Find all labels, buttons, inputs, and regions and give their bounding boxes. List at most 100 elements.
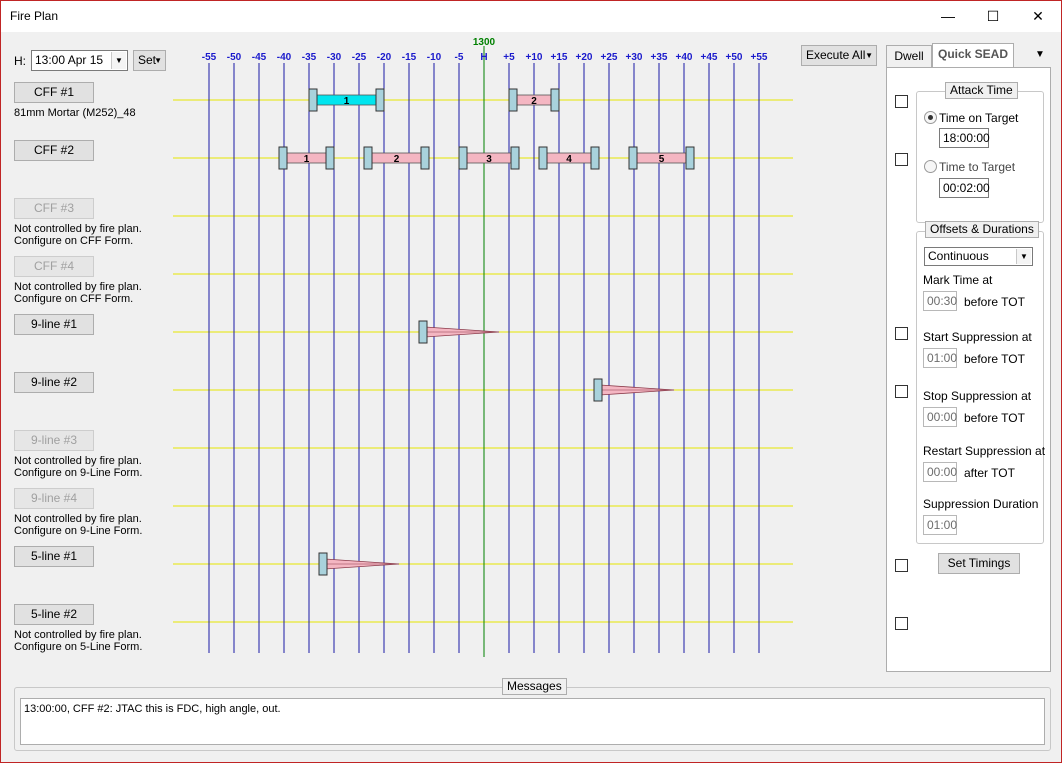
row-button-cff-4[interactable]: CFF #4	[14, 256, 94, 277]
row-checkbox-2[interactable]	[895, 153, 908, 166]
bar-end-handle	[420, 146, 430, 170]
time-on-target-field[interactable]: 18:00:00	[939, 128, 990, 148]
tick-label: -30	[327, 52, 342, 63]
tab-dwell-label: Dwell	[894, 49, 924, 63]
row-button-cff-3[interactable]: CFF #3	[14, 198, 94, 219]
tick-label: -15	[402, 52, 417, 63]
execute-all-button[interactable]: Execute All ▼	[801, 45, 877, 66]
tab-quick-sead[interactable]: Quick SEAD	[932, 43, 1014, 68]
row-note: Configure on 5-Line Form.	[14, 641, 143, 653]
tick-label: -10	[427, 52, 442, 63]
bar-start-handle	[278, 146, 288, 170]
time-to-target-field[interactable]: 00:02:00	[939, 178, 990, 198]
row-button-cff-2[interactable]: CFF #2	[14, 140, 94, 161]
row-note: Not controlled by fire plan.	[14, 513, 142, 525]
bar-label: 3	[486, 154, 492, 165]
bar-end-handle	[375, 88, 385, 112]
tick-label: +30	[626, 52, 643, 63]
bar-label: 1	[344, 96, 350, 107]
h-time-value: 13:00 Apr 15	[35, 53, 104, 67]
time-on-target-radio[interactable]	[924, 111, 937, 124]
window-title: Fire Plan	[10, 9, 59, 23]
row-button-cff-1[interactable]: CFF #1	[14, 82, 94, 103]
row-checkbox-9[interactable]	[895, 559, 908, 572]
tick-label: -55	[202, 52, 217, 63]
tick-label: +25	[601, 52, 618, 63]
tick-label: -40	[277, 52, 292, 63]
h-time-picker[interactable]: 13:00 Apr 15 ▼	[31, 50, 128, 71]
bar-label: 2	[394, 154, 400, 165]
bar-start-handle	[628, 146, 638, 170]
tab-menu-icon[interactable]: ▼	[1035, 49, 1045, 60]
row-button-9-line-1[interactable]: 9-line #1	[14, 314, 94, 335]
row-note: Configure on CFF Form.	[14, 293, 134, 305]
row-checkbox-1[interactable]	[895, 95, 908, 108]
bar-start-handle	[458, 146, 468, 170]
row-button-9-line-4[interactable]: 9-line #4	[14, 488, 94, 509]
close-icon[interactable]: ✕	[1032, 8, 1044, 24]
center-time-label: 1300	[473, 37, 496, 48]
bar-start-handle	[308, 88, 318, 112]
mark-time-field[interactable]: 00:30	[923, 291, 957, 311]
bar-label: 1	[304, 154, 310, 165]
start-suppression-field[interactable]: 01:00	[923, 348, 957, 368]
row-checkbox-5[interactable]	[895, 327, 908, 340]
set-label: Set	[138, 53, 157, 67]
h-label: H:	[14, 54, 26, 68]
wedge-handle	[318, 552, 328, 576]
chevron-down-icon[interactable]: ▼	[111, 52, 126, 69]
bar-label: 5	[659, 154, 665, 165]
tick-label: +5	[503, 52, 515, 63]
quick-sead-panel: Attack Time Time on Target 18:00:00 Time…	[886, 67, 1051, 672]
row-button-5-line-2[interactable]: 5-line #2	[14, 604, 94, 625]
start-suppression-suffix: before TOT	[964, 352, 1025, 366]
row-button-9-line-3[interactable]: 9-line #3	[14, 430, 94, 451]
title-bar: Fire Plan — ☐ ✕	[1, 1, 1061, 32]
tick-label: +20	[576, 52, 593, 63]
tick-label: -50	[227, 52, 242, 63]
set-timings-button[interactable]: Set Timings	[938, 553, 1020, 574]
offsets-title: Offsets & Durations	[925, 221, 1039, 238]
restart-suppression-field[interactable]: 00:00	[923, 462, 957, 482]
stop-suppression-label: Stop Suppression at	[923, 389, 1032, 403]
messages-log[interactable]: 13:00:00, CFF #2: JTAC this is FDC, high…	[20, 698, 1045, 745]
row-note: Configure on 9-Line Form.	[14, 525, 143, 537]
tick-label: +10	[526, 52, 543, 63]
suppression-duration-field[interactable]: 01:00	[923, 515, 957, 535]
tick-label: -25	[352, 52, 367, 63]
row-note: Not controlled by fire plan.	[14, 455, 142, 467]
caret-down-icon: ▼	[154, 56, 162, 65]
row-button-9-line-2[interactable]: 9-line #2	[14, 372, 94, 393]
maximize-icon[interactable]: ☐	[986, 8, 1000, 24]
chevron-down-icon[interactable]: ▼	[1016, 249, 1031, 264]
row-note: Not controlled by fire plan.	[14, 223, 142, 235]
bar-end-handle	[590, 146, 600, 170]
tick-label: +35	[651, 52, 668, 63]
time-to-target-label: Time to Target	[939, 160, 1016, 174]
minimize-icon[interactable]: —	[941, 8, 955, 24]
bar-label: 2	[531, 96, 537, 107]
tick-label: -35	[302, 52, 317, 63]
row-checkbox-10[interactable]	[895, 617, 908, 630]
time-on-target-label: Time on Target	[939, 111, 1019, 125]
bar-end-handle	[510, 146, 520, 170]
restart-suppression-label: Restart Suppression at	[923, 444, 1046, 458]
row-button-5-line-1[interactable]: 5-line #1	[14, 546, 94, 567]
tick-label: +15	[551, 52, 568, 63]
offsets-mode-select[interactable]: Continuous ▼	[924, 247, 1033, 266]
tick-label: -45	[252, 52, 267, 63]
row-checkbox-6[interactable]	[895, 385, 908, 398]
tick-label: -5	[455, 52, 464, 63]
tick-label: +55	[751, 52, 768, 63]
stop-suppression-field[interactable]: 00:00	[923, 407, 957, 427]
bar-start-handle	[508, 88, 518, 112]
time-to-target-radio[interactable]	[924, 160, 937, 173]
set-dropdown-button[interactable]: Set ▼	[133, 50, 166, 71]
offsets-mode-value: Continuous	[928, 249, 989, 263]
tab-dwell[interactable]: Dwell	[886, 45, 932, 67]
mark-time-label: Mark Time at	[923, 273, 993, 287]
row-note: Not controlled by fire plan.	[14, 281, 142, 293]
bar-start-handle	[363, 146, 373, 170]
